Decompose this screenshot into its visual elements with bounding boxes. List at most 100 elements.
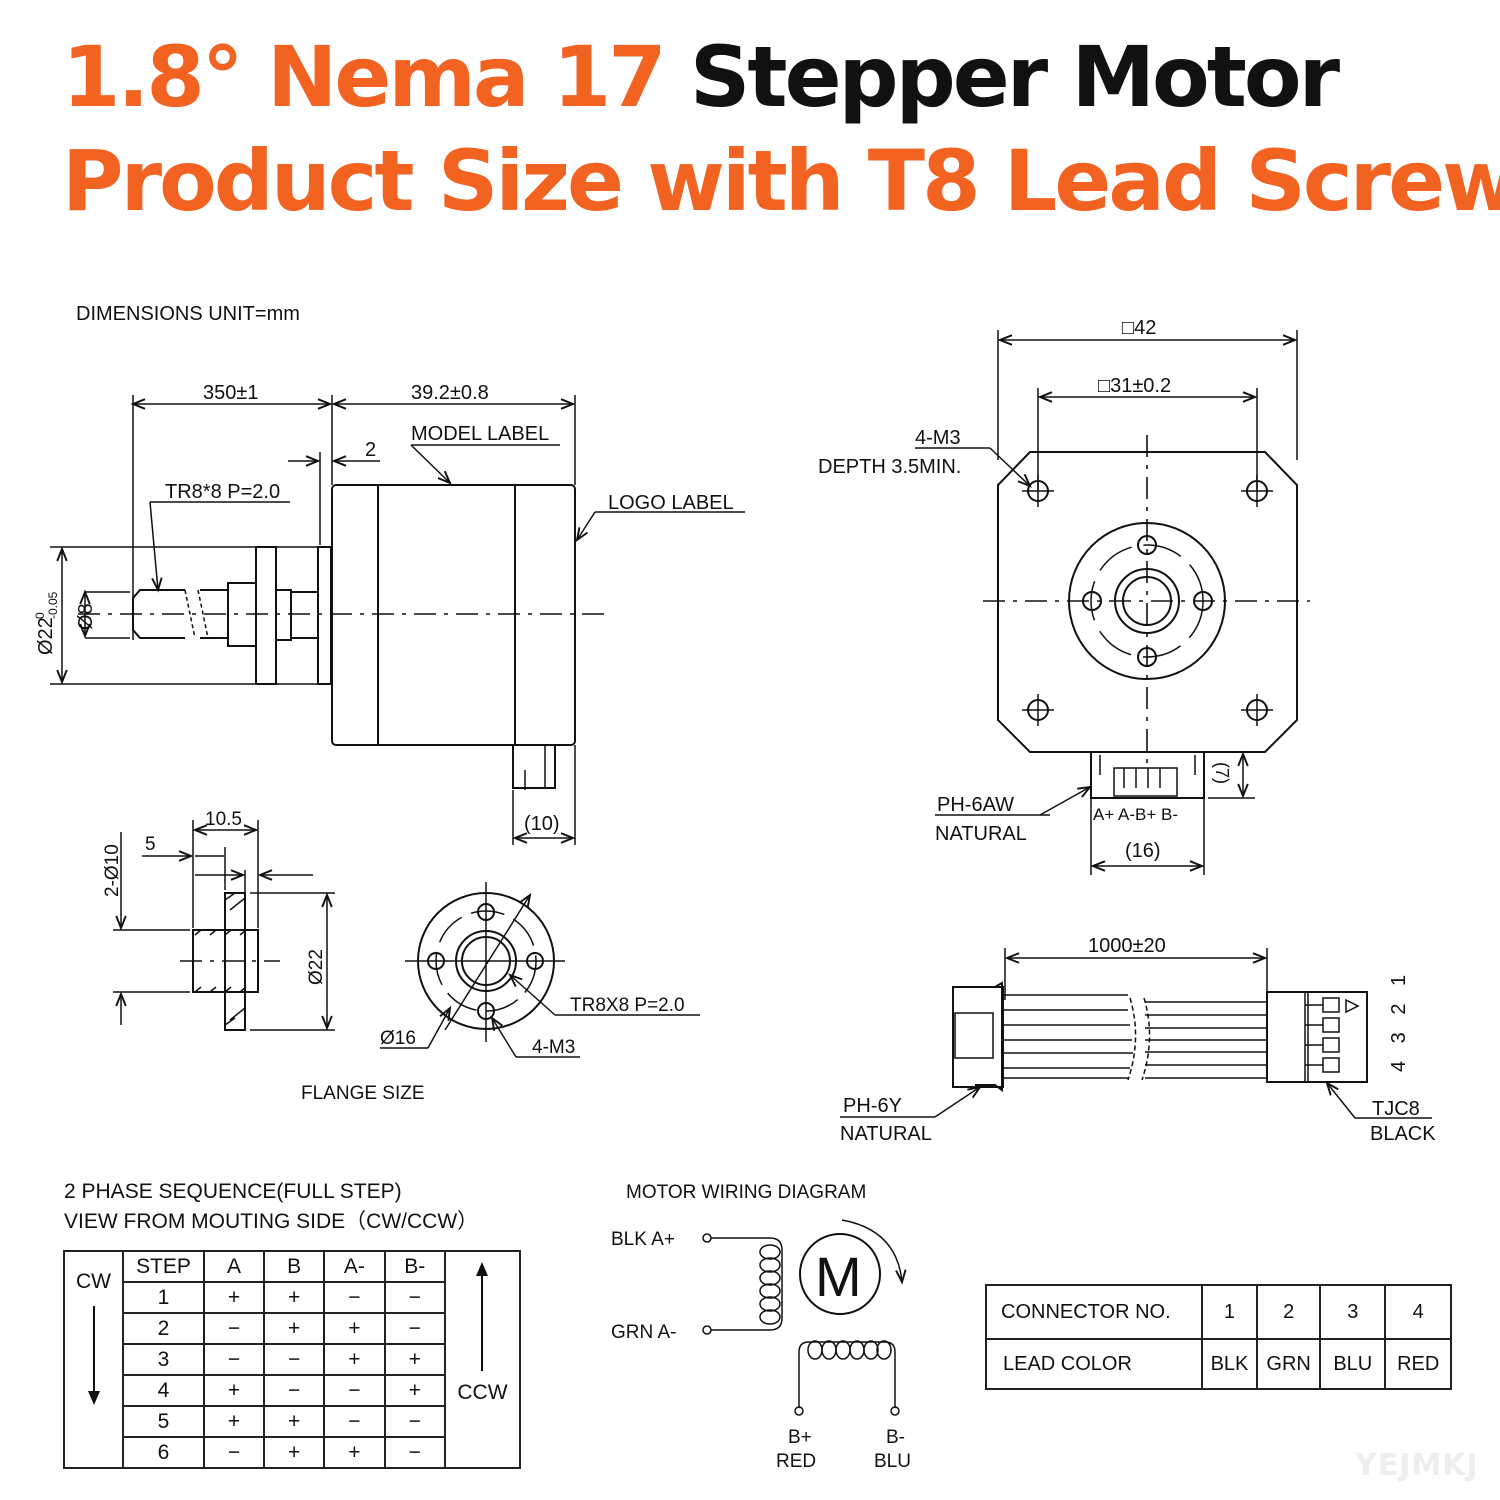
- connector-number: 2: [1256, 1284, 1322, 1340]
- front-view: □42 □31±0.2 4-M3 DEPTH 3.5MIN.: [818, 317, 1310, 875]
- lead-color: RED: [1384, 1338, 1452, 1390]
- flange-dim-bore: 2-Ø10: [102, 844, 123, 897]
- cable-right-connector-2: BLACK: [1370, 1123, 1436, 1145]
- wiring-title: MOTOR WIRING DIAGRAM: [626, 1182, 866, 1203]
- ccw-cell: CCW: [443, 1250, 522, 1469]
- dim-body-length: 39.2±0.8: [411, 382, 489, 404]
- wiring-b-plus-2: RED: [776, 1451, 816, 1472]
- phase-cell: −: [383, 1281, 446, 1314]
- phase-cell: −: [202, 1343, 266, 1376]
- wiring-diagram: MOTOR WIRING DIAGRAM BLK A+ GRN A- M B+ …: [611, 1182, 911, 1472]
- dim-body-square: □42: [1122, 317, 1156, 339]
- flange-dim-hub: 5: [145, 834, 156, 855]
- wiring-b-plus-1: B+: [788, 1427, 812, 1448]
- flange-section: 10.5 5 2-Ø10 Ø22: [102, 809, 335, 1031]
- phase-cell: +: [323, 1312, 386, 1345]
- cable-pin-numbers: 4 3 2 1: [1388, 969, 1410, 1072]
- title-line-2: Product Size with T8 Lead Screw: [62, 132, 1500, 230]
- hole-spec-1: 4-M3: [915, 427, 961, 449]
- phase-cell: −: [323, 1405, 386, 1438]
- lead-color-label: LEAD COLOR: [985, 1338, 1203, 1390]
- col-header: A: [202, 1250, 266, 1283]
- cable-drawing: 1000±20 4 3 2 1 PH-6Y NATURAL TJC8 BLACK: [840, 935, 1436, 1145]
- flange-front: Ø16 TR8X8 P=2.0 4-M3 FLANGE SIZE: [301, 882, 700, 1104]
- phase-title-2: VIEW FROM MOUTING SIDE（CW/CCW）: [64, 1210, 478, 1233]
- lead-color: BLK: [1200, 1338, 1259, 1390]
- dim-screw-length: 350±1: [203, 382, 258, 404]
- flange-dim-outer: Ø22: [306, 949, 327, 985]
- dim-boss-diameter: Ø22: [35, 617, 57, 655]
- wiring-a-plus: BLK A+: [611, 1229, 675, 1250]
- phase-cell: +: [202, 1281, 266, 1314]
- dim-connector-depth: (10): [524, 813, 560, 835]
- step-cell: 6: [122, 1436, 205, 1469]
- connector-table: CONNECTOR NO. 1 2 3 4 LEAD COLOR BLK GRN…: [985, 1284, 1452, 1390]
- connector-spec-1: PH-6AW: [937, 794, 1014, 816]
- title-line-1: 1.8° Nema 17 Stepper Motor: [62, 28, 1340, 126]
- phase-sequence-table: CW STEP A B A- B- CCW 1++−− 2−++− 3−−++ …: [62, 1250, 522, 1469]
- dim-boss-tol-lower: -0.05: [46, 591, 60, 619]
- phase-cell: +: [263, 1436, 326, 1469]
- phase-cell: +: [263, 1281, 326, 1314]
- phase-cell: −: [383, 1312, 446, 1345]
- step-cell: 1: [122, 1281, 205, 1314]
- cable-right-connector-1: TJC8: [1372, 1098, 1420, 1120]
- cable-length: 1000±20: [1088, 935, 1166, 957]
- col-header: B: [263, 1250, 326, 1283]
- dim-screw-diameter: Ø8: [75, 603, 97, 630]
- flange-dim-total: 10.5: [205, 809, 242, 830]
- units-note: DIMENSIONS UNIT=mm: [76, 303, 300, 325]
- cw-cell: CW: [62, 1250, 125, 1469]
- title-product: Stepper Motor: [689, 28, 1340, 126]
- connector-no-label: CONNECTOR NO.: [985, 1284, 1203, 1340]
- connector-number: 1: [1200, 1284, 1259, 1340]
- ccw-arrow-icon: [476, 1262, 489, 1371]
- phase-cell: +: [323, 1343, 386, 1376]
- flange-thread-spec: TR8X8 P=2.0: [570, 995, 685, 1016]
- phase-cell: −: [263, 1343, 326, 1376]
- flange-hole-spec: 4-M3: [532, 1037, 575, 1058]
- phase-cell: +: [263, 1312, 326, 1345]
- phase-title-1: 2 PHASE SEQUENCE(FULL STEP): [64, 1180, 402, 1203]
- flange-caption: FLANGE SIZE: [301, 1083, 425, 1104]
- cable-left-connector-1: PH-6Y: [843, 1095, 902, 1117]
- model-label: MODEL LABEL: [411, 423, 549, 445]
- dim-connector-width: (16): [1125, 840, 1161, 862]
- connector-spec-2: NATURAL: [935, 823, 1027, 845]
- hole-spec-2: DEPTH 3.5MIN.: [818, 456, 961, 478]
- phase-cell: −: [323, 1281, 386, 1314]
- col-header: STEP: [122, 1250, 205, 1283]
- ccw-label: CCW: [457, 1381, 508, 1404]
- motor-symbol: M: [815, 1245, 862, 1308]
- connector-number: 4: [1384, 1284, 1452, 1340]
- phase-cell: +: [323, 1436, 386, 1469]
- lead-color: BLU: [1319, 1338, 1387, 1390]
- cw-label: CW: [76, 1270, 112, 1293]
- step-cell: 2: [122, 1312, 205, 1345]
- phase-cell: −: [202, 1436, 266, 1469]
- lead-color: GRN: [1256, 1338, 1322, 1390]
- title-model: 1.8° Nema 17: [62, 28, 667, 126]
- cable-left-connector-2: NATURAL: [840, 1123, 932, 1145]
- dim-connector-height: (7): [1212, 762, 1232, 784]
- wiring-b-minus-2: BLU: [874, 1451, 911, 1472]
- step-cell: 4: [122, 1374, 205, 1407]
- thread-spec: TR8*8 P=2.0: [165, 481, 280, 503]
- logo-label: LOGO LABEL: [608, 492, 734, 514]
- wiring-b-minus-1: B-: [886, 1427, 905, 1448]
- side-view: DIMENSIONS UNIT=mm 350±1 39.2±0.8 2 MODE…: [33, 303, 745, 845]
- phase-cell: −: [383, 1436, 446, 1469]
- connector-number: 3: [1319, 1284, 1387, 1340]
- phase-cell: +: [202, 1374, 266, 1407]
- phase-cell: +: [263, 1405, 326, 1438]
- col-header: A-: [323, 1250, 386, 1283]
- phase-cell: +: [383, 1374, 446, 1407]
- wiring-a-minus: GRN A-: [611, 1322, 676, 1343]
- dim-hole-spacing: □31±0.2: [1098, 375, 1171, 397]
- step-cell: 3: [122, 1343, 205, 1376]
- phase-cell: +: [202, 1405, 266, 1438]
- phase-cell: +: [383, 1343, 446, 1376]
- dim-boss-tol-upper: 0: [33, 612, 47, 619]
- col-header: B-: [383, 1250, 446, 1283]
- step-cell: 5: [122, 1405, 205, 1438]
